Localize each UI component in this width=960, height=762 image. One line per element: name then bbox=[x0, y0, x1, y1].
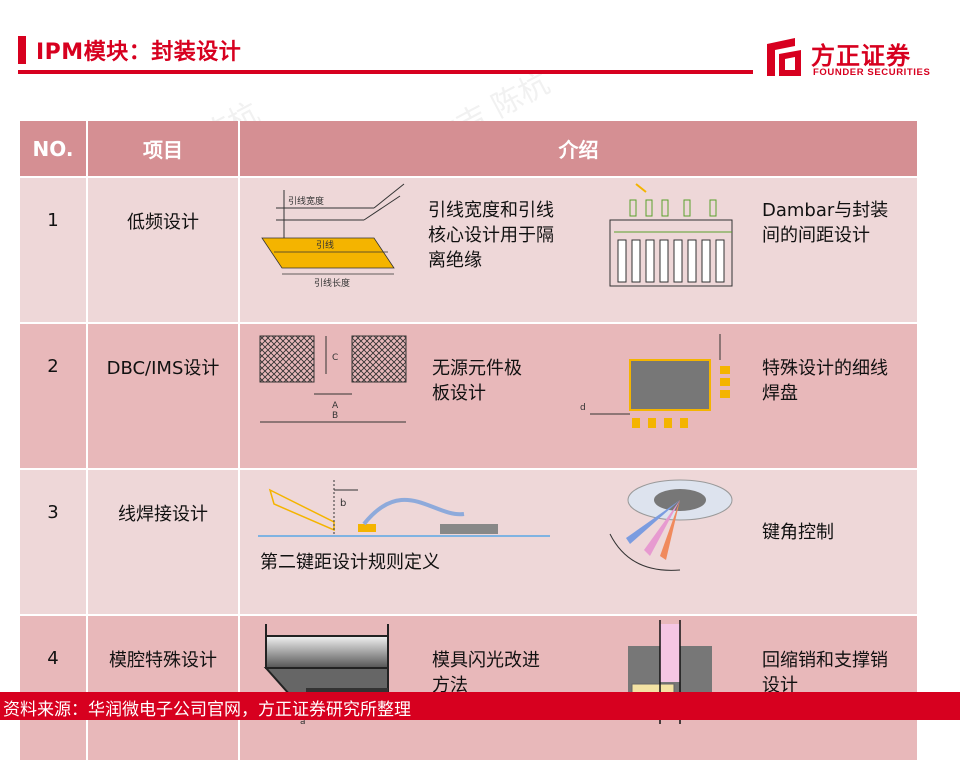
founder-logo-icon bbox=[767, 38, 801, 76]
fig-label: 引线宽度 bbox=[288, 195, 324, 207]
row-intro: C A B 无源元件极板设计 bbox=[238, 323, 919, 470]
table-header-row: NO. 项目 介绍 bbox=[18, 121, 919, 178]
row4-desc-right: 回缩销和支撑销设计 bbox=[762, 650, 888, 696]
bond-angle-diagram bbox=[609, 479, 733, 571]
dambar-diagram bbox=[609, 183, 733, 287]
row-item: DBC/IMS设计 bbox=[86, 323, 240, 470]
source-note: 资料来源：华润微电子公司官网，方正证券研究所整理 bbox=[3, 700, 411, 720]
column-header-no: NO. bbox=[18, 121, 88, 178]
row-intro: 引线宽度 引线 引线长度 引线宽度和引线核心设计用于隔离绝缘 bbox=[238, 177, 919, 324]
fig-label: C bbox=[332, 353, 338, 363]
row1-desc-right: Dambar与封装间的间距设计 bbox=[762, 200, 889, 246]
passive-plate-diagram: C A B bbox=[259, 335, 407, 423]
row-number: 1 bbox=[18, 177, 88, 324]
table-row: 2 DBC/IMS设计 C A bbox=[18, 323, 919, 470]
row-number: 3 bbox=[18, 469, 88, 616]
row-intro: b 第二键距设计规则定义 键角控制 bbox=[238, 469, 919, 616]
logo-english-text: FOUNDER SECURITIES bbox=[813, 67, 931, 78]
title-divider bbox=[18, 70, 753, 74]
fig-label: 引线 bbox=[316, 239, 334, 251]
row3-desc-left: 第二键距设计规则定义 bbox=[260, 552, 440, 573]
fig-label: d bbox=[580, 403, 586, 413]
row1-desc-left: 引线宽度和引线核心设计用于隔离绝缘 bbox=[428, 200, 554, 271]
fine-pad-diagram: d bbox=[580, 334, 730, 428]
fig-label: A bbox=[332, 401, 339, 411]
fig-label: 引线长度 bbox=[314, 277, 350, 288]
page-title: IPM模块：封装设计 bbox=[36, 40, 242, 65]
column-header-intro: 介绍 bbox=[238, 121, 919, 178]
brand-logo: 方正证券 FOUNDER SECURITIES bbox=[765, 36, 945, 82]
row-item: 模腔特殊设计 bbox=[86, 615, 240, 762]
row-number: 4 bbox=[18, 615, 88, 762]
row4-desc-left: 模具闪光改进方法 bbox=[432, 650, 540, 696]
column-header-item: 项目 bbox=[86, 121, 240, 178]
footer-bar: 资料来源：华润微电子公司官网，方正证券研究所整理 bbox=[0, 692, 960, 720]
lead-width-diagram: 引线宽度 引线 引线长度 bbox=[261, 183, 405, 288]
row3-desc-right: 键角控制 bbox=[762, 522, 834, 543]
row-intro: h a 模具闪光改进方法 回缩销和支撑销设计 bbox=[238, 615, 919, 762]
row2-desc-right: 特殊设计的细线焊盘 bbox=[762, 358, 888, 404]
title-accent-bar bbox=[18, 36, 26, 64]
wire-bond-diagram: b bbox=[258, 480, 550, 537]
table-row: 4 模腔特殊设计 bbox=[18, 615, 919, 762]
table-row: 3 线焊接设计 b 第二键距设计规则定义 bbox=[18, 469, 919, 616]
logo-chinese-text: 方正证券 bbox=[811, 42, 911, 70]
row-number: 2 bbox=[18, 323, 88, 470]
table-row: 1 低频设计 引线宽度 引线 引线长度 bbox=[18, 177, 919, 324]
fig-label: B bbox=[332, 411, 338, 421]
row2-desc-left: 无源元件极板设计 bbox=[432, 358, 522, 404]
row-item: 线焊接设计 bbox=[86, 469, 240, 616]
row-item: 低频设计 bbox=[86, 177, 240, 324]
design-table: NO. 项目 介绍 1 低频设计 bbox=[18, 121, 919, 762]
fig-label: b bbox=[340, 498, 346, 509]
